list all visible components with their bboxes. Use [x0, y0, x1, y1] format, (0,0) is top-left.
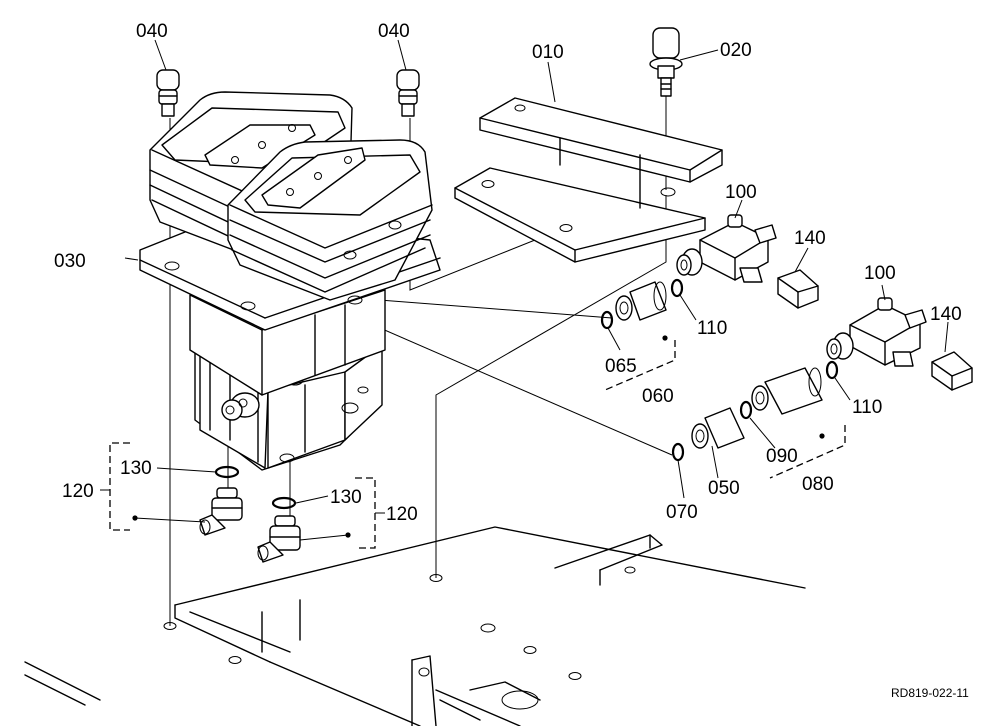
adapter-050: [691, 407, 745, 449]
adapter-080: [751, 367, 823, 415]
reference-dots: [132, 335, 825, 538]
elbow-120-left: [199, 487, 243, 536]
label-060: 060: [642, 386, 674, 407]
bracket-plates: [454, 97, 723, 263]
label-leaders: [100, 39, 949, 541]
plug-140-upper: [777, 269, 819, 309]
bolt-040-left: [156, 69, 180, 117]
label-120-right: 120: [386, 504, 418, 525]
label-030: 030: [54, 251, 86, 272]
plug-140-lower: [931, 351, 973, 391]
part-labels: 040 040 010 020 030 100 140 100 140 110 …: [54, 21, 969, 700]
o-ring-065: [600, 310, 614, 330]
elbow-120-right: [257, 515, 301, 563]
adapter-060: [615, 281, 667, 321]
label-110-lower: 110: [852, 397, 882, 418]
pilot-valve-assembly: [139, 91, 441, 471]
cross-fitting-100-lower: [826, 297, 927, 367]
label-130-right: 130: [330, 487, 362, 508]
o-ring-070: [671, 442, 685, 462]
label-040-right: 040: [378, 21, 410, 42]
label-110-upper: 110: [697, 318, 727, 339]
o-ring-130-left: [214, 465, 240, 479]
label-070: 070: [666, 502, 698, 523]
o-ring-090: [739, 400, 753, 420]
label-100-lower: 100: [864, 263, 896, 284]
cross-fitting-100-upper: [676, 214, 777, 283]
label-080: 080: [802, 474, 834, 495]
label-140-upper: 140: [794, 228, 826, 249]
label-120-left: 120: [62, 481, 94, 502]
o-ring-110-upper: [670, 278, 684, 298]
o-ring-130-right: [271, 496, 297, 510]
label-010: 010: [532, 42, 564, 63]
label-100-upper: 100: [725, 182, 757, 203]
bolt-020: [649, 27, 683, 97]
o-ring-110-lower: [825, 360, 839, 380]
label-130-left: 130: [120, 458, 152, 479]
label-020: 020: [720, 40, 752, 61]
label-040-left: 040: [136, 21, 168, 42]
label-090: 090: [766, 446, 798, 467]
drawing-code: RD819-022-11: [891, 686, 969, 700]
label-065: 065: [605, 356, 637, 377]
base-frame: [24, 526, 806, 726]
bolt-040-right: [396, 69, 420, 117]
label-050: 050: [708, 478, 740, 499]
label-140-lower: 140: [930, 304, 962, 325]
